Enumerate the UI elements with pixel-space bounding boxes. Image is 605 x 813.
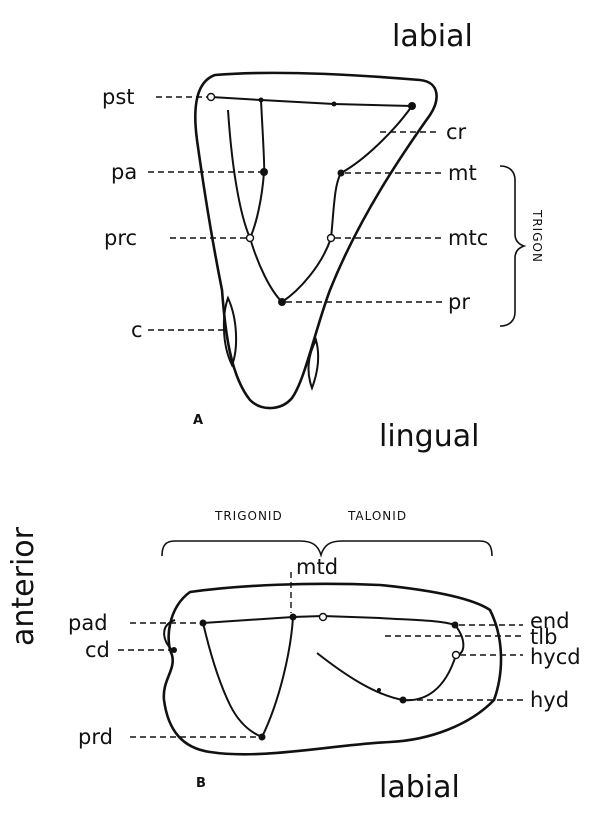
- upper-molar-outline: [195, 73, 436, 408]
- lingual-label: lingual: [379, 419, 479, 454]
- talonid-label: TALONID: [347, 509, 407, 523]
- pr-label: pr: [448, 290, 470, 314]
- trigonid-label: TRIGONID: [214, 509, 283, 523]
- prd-label: prd: [78, 725, 113, 749]
- prc-label: prc: [104, 226, 137, 250]
- labial-label-top: labial: [392, 19, 473, 54]
- anterior-label: anterior: [6, 526, 41, 646]
- protocone-cusp: [278, 298, 286, 306]
- crest-node: [377, 688, 381, 692]
- postmetacrista: [341, 106, 412, 173]
- metastyle-cusp: [408, 102, 416, 110]
- centrocrista: [211, 97, 412, 106]
- mtc-label: mtc: [448, 226, 488, 250]
- panel-a-letter: A: [193, 413, 203, 428]
- panel-a: labial lingual A pst pa prc c cr mt mtc …: [102, 19, 544, 454]
- cingulum-loop-right: [309, 340, 319, 388]
- crest-node: [332, 102, 337, 107]
- hycd-label: hycd: [530, 645, 581, 669]
- mtd-label: mtd: [296, 555, 338, 579]
- pad-label: pad: [68, 611, 108, 635]
- panel-b-letter: B: [196, 776, 206, 791]
- parastyle-cusp: [208, 94, 215, 101]
- trigonid-talonid-brace: [162, 541, 492, 556]
- cr-label: cr: [446, 120, 467, 144]
- mt-label: mt: [448, 161, 477, 185]
- preprotocrista: [228, 110, 282, 302]
- pa-label: pa: [111, 160, 137, 184]
- metacone-cusp: [338, 170, 345, 177]
- trigon-label: TRIGON: [530, 209, 544, 263]
- c-label: c: [131, 318, 143, 342]
- hyd-label: hyd: [530, 688, 569, 712]
- crest-node: [320, 614, 327, 621]
- crest-node: [259, 98, 264, 103]
- panel-b: anterior TRIGONID TALONID mtd pad cd: [6, 509, 581, 805]
- cd-label: cd: [85, 638, 110, 662]
- metaconid-cusp: [290, 614, 297, 621]
- paracone-cusp: [260, 168, 268, 176]
- trigon-brace: [500, 166, 524, 326]
- paraconid-cusp: [200, 620, 207, 627]
- cristid-obliqua: [317, 653, 456, 700]
- hypoconid-cusp: [400, 697, 407, 704]
- entoconid-cusp: [452, 622, 459, 629]
- trigonid-crest: [203, 616, 463, 737]
- crest-node: [171, 647, 177, 653]
- pst-label: pst: [102, 85, 135, 109]
- protoconid-cusp: [259, 734, 266, 741]
- paraconule-cusp: [247, 235, 254, 242]
- labial-label-bottom: labial: [379, 770, 460, 805]
- metaconule-cusp: [328, 235, 335, 242]
- paraconid-crest: [203, 617, 293, 623]
- hypoconulid-cusp: [453, 652, 460, 659]
